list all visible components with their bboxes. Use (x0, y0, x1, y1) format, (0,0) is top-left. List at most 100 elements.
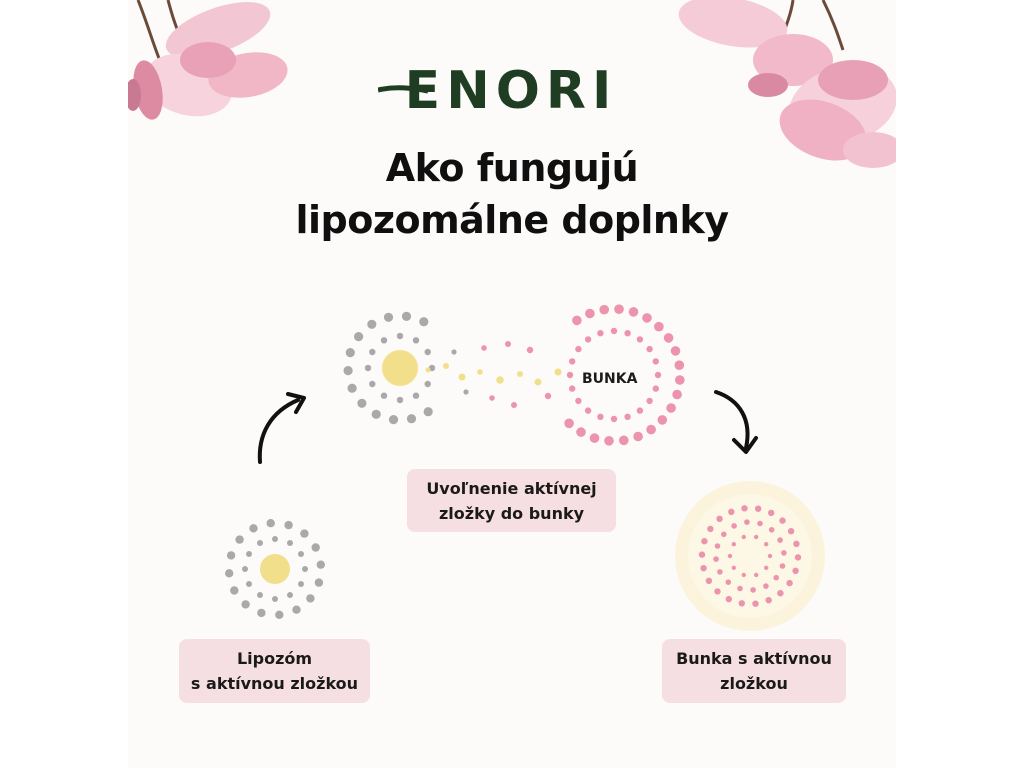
dot (246, 581, 252, 587)
dot (780, 563, 786, 569)
dot (317, 561, 325, 569)
dot (795, 554, 801, 560)
dot (750, 587, 756, 593)
dot (629, 307, 639, 317)
dot (397, 333, 403, 339)
dot (731, 523, 737, 529)
dot (275, 611, 283, 619)
active-dot (451, 349, 456, 354)
infographic-canvas: ENORI Ako fungujú lipozomálne doplnky (128, 0, 896, 768)
dot (257, 609, 265, 617)
dot (576, 427, 586, 437)
active-dot (527, 347, 533, 353)
dot (604, 436, 614, 446)
dot (567, 372, 573, 378)
dot (569, 385, 575, 391)
liposome-active-core (260, 554, 290, 584)
step2-line1: Uvoľnenie aktívnej (407, 476, 616, 501)
dot (754, 535, 758, 539)
arrow-down-icon (716, 392, 756, 452)
dot (744, 519, 750, 525)
dot (306, 594, 314, 602)
dot (741, 505, 747, 511)
active-dot (505, 341, 511, 347)
left-white-margin (0, 0, 128, 768)
dot (739, 600, 745, 606)
active-dot (481, 345, 487, 351)
dot (773, 575, 779, 581)
step3-line2: zložkou (662, 671, 846, 696)
dot (754, 573, 758, 577)
dot (384, 313, 393, 322)
dot (585, 336, 591, 342)
dot (654, 322, 664, 332)
dot (287, 540, 293, 546)
dot (585, 309, 595, 319)
dot (619, 436, 629, 446)
dot (575, 398, 581, 404)
dot (757, 521, 763, 527)
dot (742, 573, 746, 577)
dot (769, 527, 775, 533)
dot (658, 415, 668, 425)
dot (716, 516, 722, 522)
dot (699, 551, 705, 557)
dot (354, 332, 363, 341)
dot (413, 337, 419, 343)
dot (713, 556, 719, 562)
dot (781, 550, 787, 556)
liposome-large (344, 312, 436, 424)
dot (646, 346, 652, 352)
dot (752, 601, 758, 607)
dot (575, 346, 581, 352)
dot (763, 583, 769, 589)
dot (755, 506, 761, 512)
step-cell-label: Bunka s aktívnou zložkou (662, 639, 846, 703)
dot (344, 366, 353, 375)
dot (225, 569, 233, 577)
dot (624, 414, 630, 420)
dot (646, 398, 652, 404)
dot (732, 566, 736, 570)
dot (714, 588, 720, 594)
dot (786, 580, 792, 586)
dot (642, 313, 652, 323)
dot (766, 597, 772, 603)
dot (564, 419, 574, 429)
dot (726, 596, 732, 602)
dot (249, 524, 257, 532)
dot (267, 519, 275, 527)
right-white-margin (896, 0, 1024, 768)
dot (701, 538, 707, 544)
dot (357, 399, 366, 408)
dot (590, 433, 600, 443)
dot (768, 510, 774, 516)
dot (675, 360, 685, 370)
step-liposome-label: Lipozóm s aktívnou zložkou (179, 639, 370, 703)
dot (611, 416, 617, 422)
dot (597, 414, 603, 420)
dot (633, 432, 643, 442)
active-dot (426, 368, 431, 373)
dot (715, 543, 721, 549)
dot (732, 542, 736, 546)
dot (672, 390, 682, 400)
active-dot (463, 389, 468, 394)
dot (569, 358, 575, 364)
dot (397, 397, 403, 403)
dot (707, 526, 713, 532)
dot (671, 346, 681, 356)
dot (272, 596, 278, 602)
dot (737, 586, 743, 592)
dot (246, 551, 252, 557)
step1-line1: Lipozóm (179, 646, 370, 671)
dot (287, 592, 293, 598)
active-dot (477, 369, 483, 375)
dot (777, 537, 783, 543)
dot (230, 586, 238, 594)
active-dot (443, 363, 449, 369)
dot (312, 543, 320, 551)
active-dot (545, 393, 551, 399)
active-dot (489, 395, 495, 401)
dot (700, 565, 706, 571)
